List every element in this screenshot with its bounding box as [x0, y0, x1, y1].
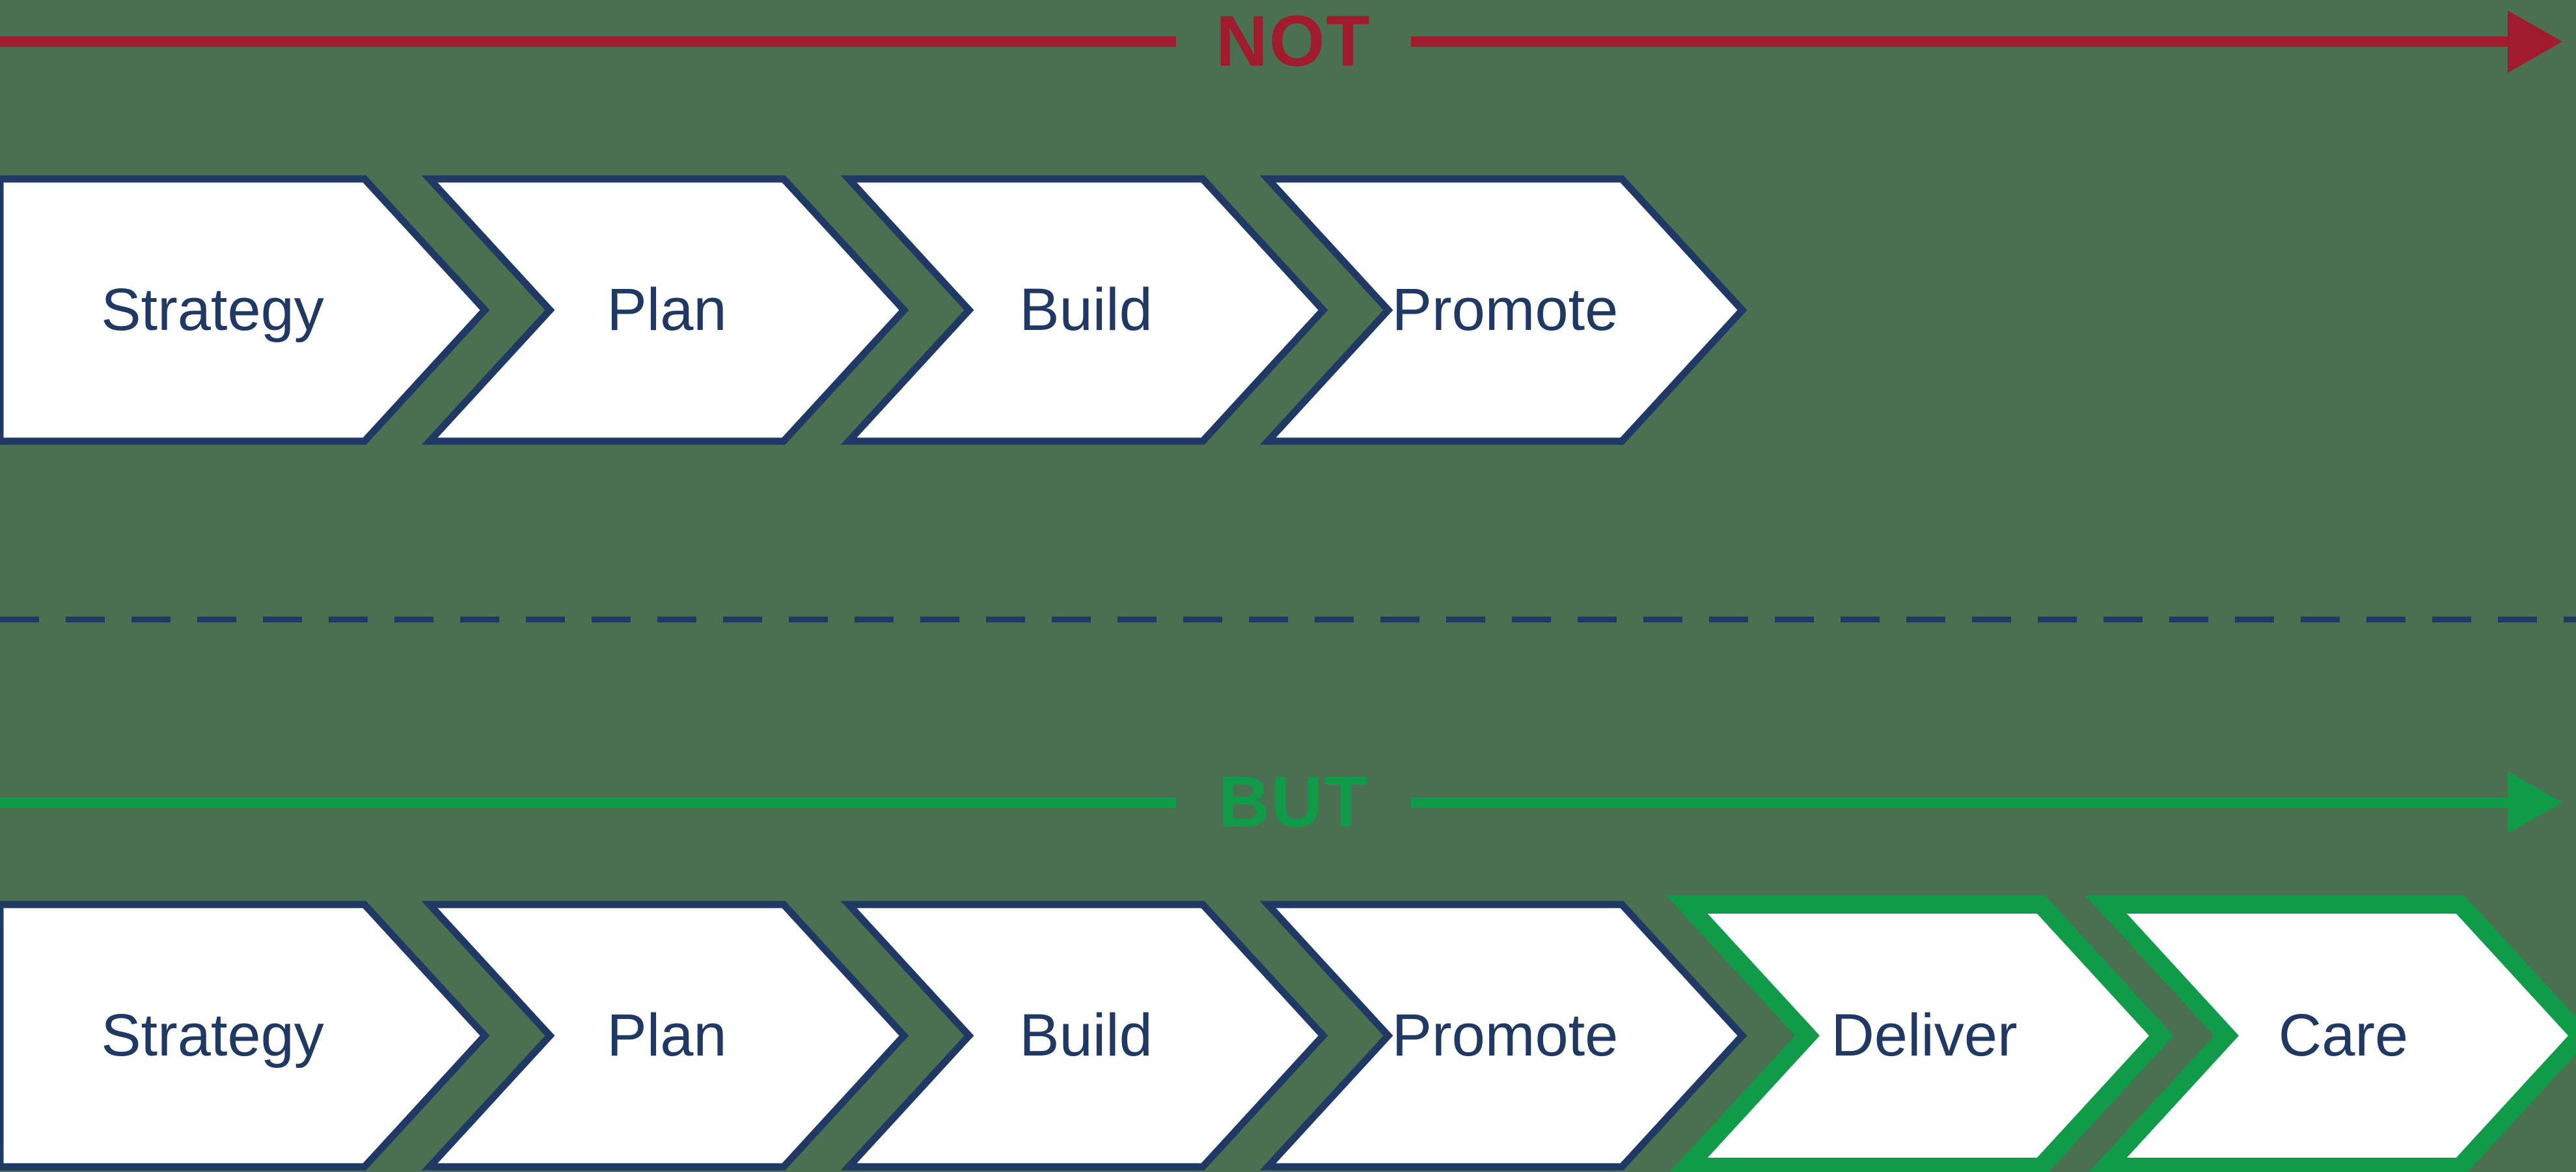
chevron-shape	[2085, 895, 2576, 1172]
chevron-step-promote: Promote	[1259, 901, 1747, 1171]
step-label: Strategy	[101, 1002, 324, 1069]
chevron-shape	[840, 175, 1328, 445]
step-label: Plan	[607, 1002, 727, 1069]
step-label: Build	[1019, 277, 1153, 343]
step-label: Build	[1019, 1002, 1153, 1069]
step-label: Promote	[1391, 1002, 1619, 1069]
step-label: Deliver	[1831, 1002, 2018, 1069]
chevron-step-care: Care	[2085, 895, 2576, 1172]
chevron-shape	[421, 901, 909, 1171]
chevron-step-build: Build	[840, 901, 1328, 1171]
but-arrow-line-right	[1411, 797, 2519, 808]
chevron-step-strategy: Strategy	[0, 901, 490, 1171]
but-arrowhead-icon	[2508, 771, 2562, 834]
step-label: Plan	[607, 277, 727, 343]
not-arrow-line-right	[1411, 36, 2519, 47]
dashed-divider	[0, 616, 2576, 623]
not-arrowhead-icon	[2508, 10, 2562, 73]
chevron-shape	[1666, 895, 2174, 1172]
step-label: Care	[2278, 1002, 2409, 1069]
chevron-shape	[421, 175, 909, 445]
step-label: Strategy	[101, 277, 324, 343]
chevron-step-promote: Promote	[1259, 175, 1747, 445]
but-arrow-line-left	[0, 797, 1176, 808]
chevron-shape	[0, 175, 490, 445]
but-arrow-label: BUT	[1218, 762, 1369, 842]
chevron-step-plan: Plan	[421, 901, 909, 1171]
chevron-step-build: Build	[840, 175, 1328, 445]
chevron-step-strategy: Strategy	[0, 175, 490, 445]
chevron-shape	[0, 901, 490, 1171]
chevron-shape	[840, 901, 1328, 1171]
chevron-step-plan: Plan	[421, 175, 909, 445]
step-label: Promote	[1391, 277, 1619, 343]
chevron-shape	[1259, 175, 1747, 445]
chevron-step-deliver: Deliver	[1666, 895, 2174, 1172]
not-arrow-line-left	[0, 36, 1176, 47]
chevron-shape	[1259, 901, 1747, 1171]
not-arrow-label: NOT	[1216, 1, 1371, 81]
